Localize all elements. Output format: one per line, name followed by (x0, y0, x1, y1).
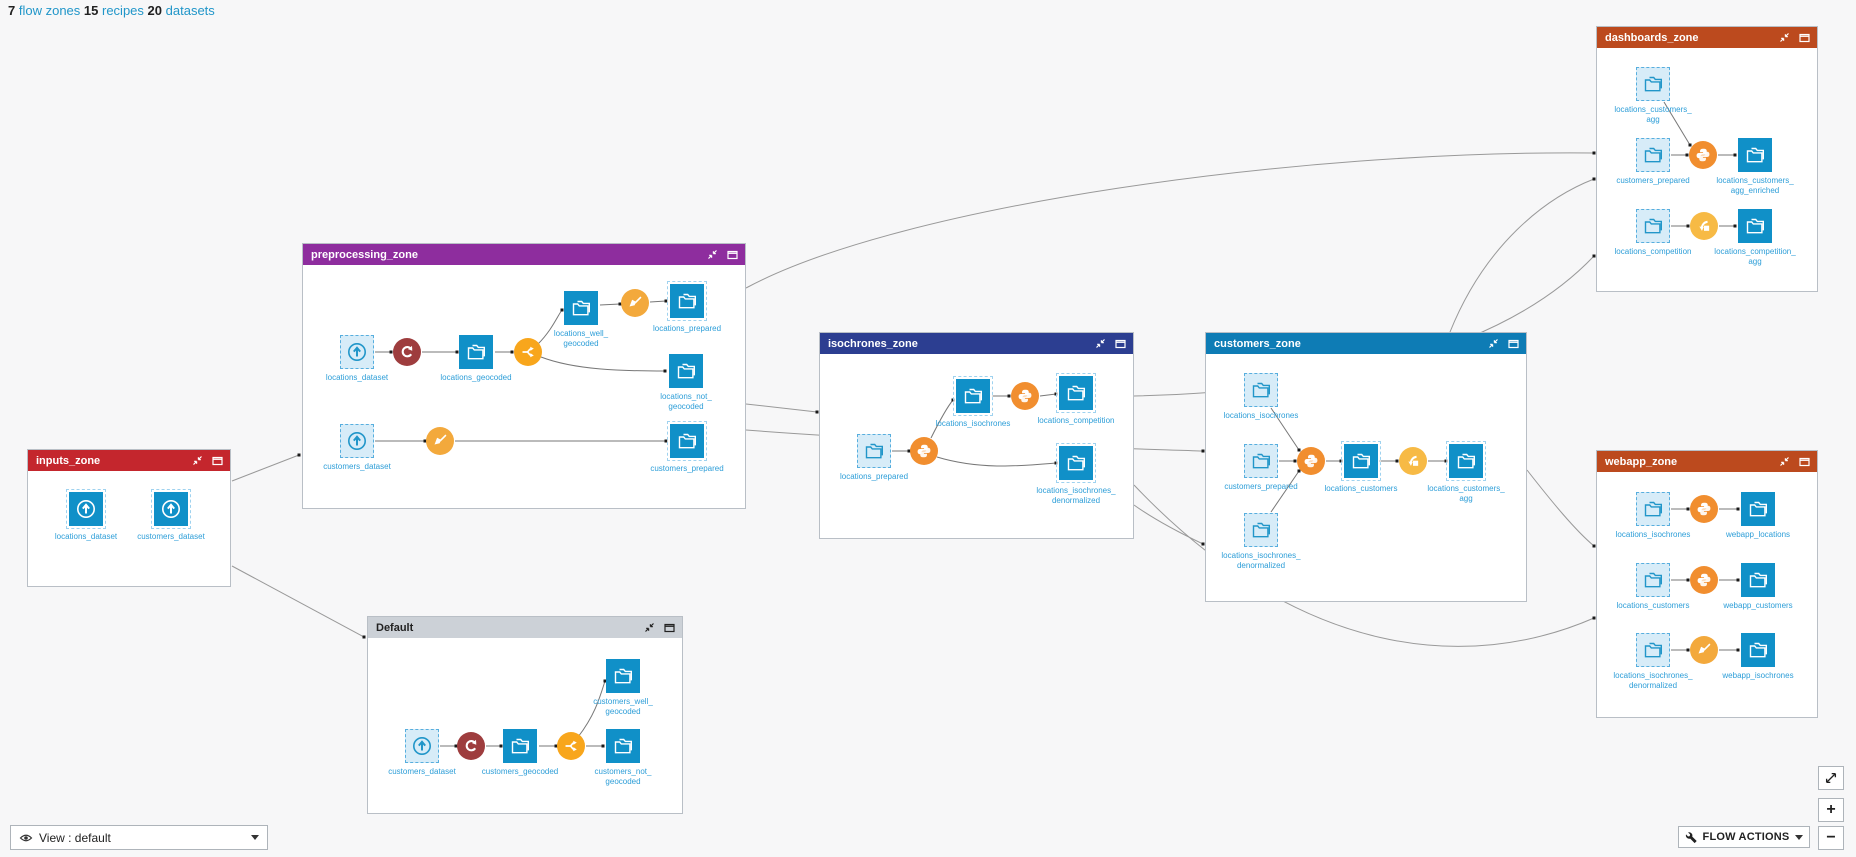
prepare-recipe-icon[interactable] (426, 427, 454, 455)
group-recipe-icon[interactable] (1399, 447, 1427, 475)
zone-title: customers_zone (1214, 337, 1301, 350)
dataset-customers_prepared[interactable] (667, 421, 707, 461)
zone-title: preprocessing_zone (311, 248, 418, 261)
minus-icon: − (1826, 829, 1836, 846)
open-zone-icon[interactable] (1797, 32, 1811, 44)
dataset-locations_dataset[interactable] (66, 489, 106, 529)
dataset-locations_isochrones[interactable] (1244, 373, 1278, 407)
dataset-locations_customers_agg_enriched[interactable] (1738, 138, 1772, 172)
datasets-count: 20 (147, 3, 163, 18)
zone-title: webapp_zone (1605, 455, 1678, 468)
python-recipe-icon[interactable] (1689, 141, 1717, 169)
dataset-locations_competition_agg[interactable] (1738, 209, 1772, 243)
group-recipe-icon[interactable] (1690, 212, 1718, 240)
flow-summary: 7 flow zones 15 recipes 20 datasets (8, 3, 215, 18)
dataset-webapp_customers[interactable] (1741, 563, 1775, 597)
plus-icon: + (1826, 801, 1836, 818)
expand-icon (1824, 771, 1838, 785)
dataset-webapp_isochrones[interactable] (1741, 633, 1775, 667)
dataset-locations_isochrones[interactable] (953, 376, 993, 416)
zone-title: dashboards_zone (1605, 31, 1699, 44)
python-recipe-icon[interactable] (1297, 447, 1325, 475)
dataset-locations_isochrones_denormalized[interactable] (1056, 443, 1096, 483)
zone-default[interactable]: Default (367, 616, 683, 814)
dataset-locations_customers[interactable] (1636, 563, 1670, 597)
collapse-zone-icon[interactable] (1777, 456, 1791, 468)
prepare-recipe-icon[interactable] (621, 289, 649, 317)
flow-actions-label: FLOW ACTIONS (1702, 831, 1790, 843)
dataset-locations_prepared[interactable] (857, 434, 891, 468)
dataset-customers_prepared[interactable] (1636, 138, 1670, 172)
zone-header-customers_zone[interactable]: customers_zone (1206, 333, 1526, 354)
open-zone-icon[interactable] (662, 622, 676, 634)
chevron-down-icon (1795, 834, 1804, 840)
sync-recipe-icon[interactable] (393, 338, 421, 366)
dataset-webapp_locations[interactable] (1741, 492, 1775, 526)
python-recipe-icon[interactable] (910, 437, 938, 465)
dataset-customers_dataset[interactable] (151, 489, 191, 529)
zone-header-dashboards_zone[interactable]: dashboards_zone (1597, 27, 1817, 48)
dataset-locations_dataset[interactable] (340, 335, 374, 369)
dataset-locations_geocoded[interactable] (459, 335, 493, 369)
dataset-locations_customers_agg[interactable] (1446, 441, 1486, 481)
dataset-locations_customers_agg[interactable] (1636, 67, 1670, 101)
collapse-zone-icon[interactable] (642, 622, 656, 634)
chevron-down-icon (251, 835, 259, 840)
zoom-out-button[interactable]: − (1818, 826, 1844, 850)
view-selector-dropdown[interactable]: View : default (10, 825, 268, 850)
dataset-locations_competition[interactable] (1056, 373, 1096, 413)
prepare-recipe-icon[interactable] (1690, 636, 1718, 664)
dataset-locations_prepared[interactable] (667, 281, 707, 321)
zones-count: 7 (8, 3, 16, 18)
zone-header-inputs_zone[interactable]: inputs_zone (28, 450, 230, 471)
dataset-locations_isochrones_denormalized[interactable] (1244, 513, 1278, 547)
split-recipe-icon[interactable] (514, 338, 542, 366)
collapse-zone-icon[interactable] (190, 455, 204, 467)
dataset-locations_competition[interactable] (1636, 209, 1670, 243)
dataset-customers_dataset[interactable] (405, 729, 439, 763)
dataset-customers_well_geocoded[interactable] (606, 659, 640, 693)
dataset-customers_dataset[interactable] (340, 424, 374, 458)
zoom-in-button[interactable]: + (1818, 798, 1844, 822)
python-recipe-icon[interactable] (1690, 566, 1718, 594)
zone-header-preprocessing_zone[interactable]: preprocessing_zone (303, 244, 745, 265)
split-recipe-icon[interactable] (557, 732, 585, 760)
datasets-link[interactable]: datasets (165, 3, 215, 18)
dataset-locations_well_geocoded[interactable] (564, 291, 598, 325)
zone-header-webapp_zone[interactable]: webapp_zone (1597, 451, 1817, 472)
open-zone-icon[interactable] (1797, 456, 1811, 468)
dataset-locations_not_geocoded[interactable] (669, 354, 703, 388)
open-zone-icon[interactable] (210, 455, 224, 467)
collapse-zone-icon[interactable] (705, 249, 719, 261)
dataset-customers_prepared[interactable] (1244, 444, 1278, 478)
dataset-customers_not_geocoded[interactable] (606, 729, 640, 763)
zone-title: Default (376, 621, 414, 634)
dataset-locations_isochrones[interactable] (1636, 492, 1670, 526)
zone-inputs_zone[interactable]: inputs_zone (27, 449, 231, 587)
collapse-zone-icon[interactable] (1486, 338, 1500, 350)
collapse-zone-icon[interactable] (1777, 32, 1791, 44)
python-recipe-icon[interactable] (1690, 495, 1718, 523)
sync-recipe-icon[interactable] (457, 732, 485, 760)
zone-header-isochrones_zone[interactable]: isochrones_zone (820, 333, 1133, 354)
dataset-locations_isochrones_denormalized[interactable] (1636, 633, 1670, 667)
zone-title: inputs_zone (36, 454, 101, 467)
dataset-locations_customers[interactable] (1341, 441, 1381, 481)
view-selector-label: View : default (39, 830, 111, 845)
open-zone-icon[interactable] (1113, 338, 1127, 350)
recipes-count: 15 (83, 3, 99, 18)
recipes-link[interactable]: recipes (102, 3, 144, 18)
open-zone-icon[interactable] (725, 249, 739, 261)
eye-icon (19, 832, 33, 844)
open-zone-icon[interactable] (1506, 338, 1520, 350)
dataset-customers_geocoded[interactable] (503, 729, 537, 763)
zones-link[interactable]: flow zones (18, 3, 81, 18)
zone-title: isochrones_zone (828, 337, 918, 350)
wrench-icon (1685, 831, 1698, 844)
zone-header-default[interactable]: Default (368, 617, 682, 638)
collapse-zone-icon[interactable] (1093, 338, 1107, 350)
python-recipe-icon[interactable] (1011, 382, 1039, 410)
flow-actions-button[interactable]: FLOW ACTIONS (1678, 826, 1810, 848)
fit-to-screen-button[interactable] (1818, 766, 1844, 790)
